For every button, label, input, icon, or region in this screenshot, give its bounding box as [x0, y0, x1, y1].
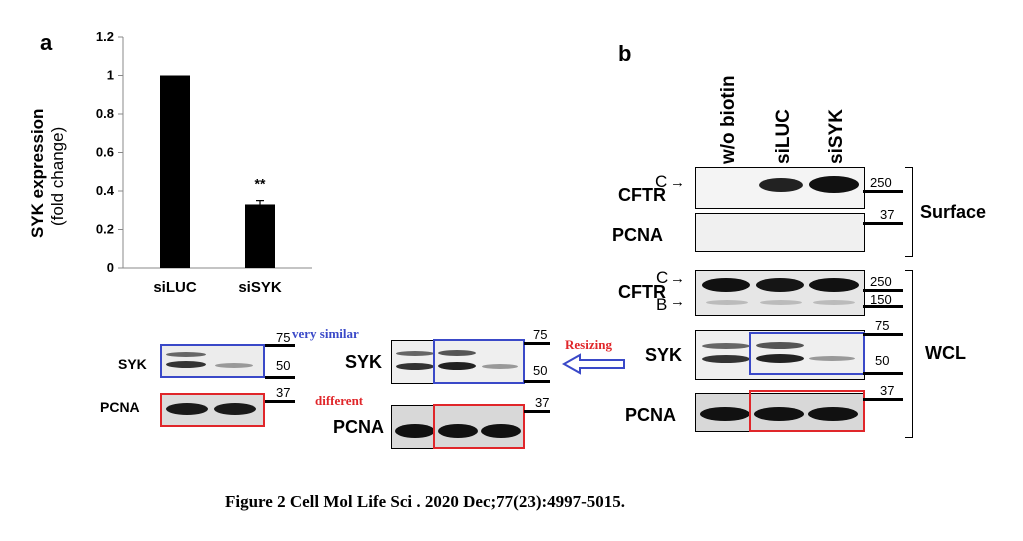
y-tick-label: 1.2 — [96, 29, 114, 44]
bar-chart: 0 0.2 0.4 0.6 0.8 1 1.2 siLUC siSYK ** — [96, 29, 312, 296]
cftr-surface-label: CFTR — [618, 185, 666, 205]
bar-siSYK — [245, 204, 275, 268]
pcna-surface-label: PCNA — [612, 225, 664, 245]
panel-b-label: b — [618, 41, 632, 66]
mw-37-mid: 37 — [535, 395, 550, 410]
highlight-box-pcna-left — [160, 393, 265, 427]
syk-mid-label: SYK — [345, 352, 383, 372]
panel-a-label: a — [40, 30, 53, 55]
x-tick-label-siLUC: siLUC — [153, 279, 197, 296]
pcna-left-label: PCNA — [100, 399, 140, 415]
blot-pcna-wcl — [695, 393, 865, 432]
arrow-icon: → — [670, 270, 685, 287]
mw-50-left: 50 — [276, 358, 291, 373]
y-tick-label: 0 — [107, 260, 114, 275]
y-axis-title: SYK expression — [28, 109, 48, 238]
figure-caption: Figure 2 Cell Mol Life Sci . 2020 Dec;77… — [225, 492, 626, 511]
highlight-box-syk-mid — [433, 339, 525, 384]
y-tick-label: 0.6 — [96, 145, 114, 160]
y-tick-label: 1 — [107, 68, 114, 83]
x-tick-label-siSYK: siSYK — [238, 279, 282, 296]
mw-37-b: 37 — [880, 383, 895, 398]
lane-label-wo-biotin: w/o biotin — [718, 75, 739, 164]
resizing-label: Resizing — [565, 337, 612, 352]
blot-cftr-wcl — [695, 270, 865, 316]
note-very-similar: very similar — [292, 326, 359, 341]
mw-37-left: 37 — [276, 385, 291, 400]
bar-siLUC — [160, 75, 190, 268]
syk-wcl-label: SYK — [645, 345, 683, 365]
mw-50-mid: 50 — [533, 363, 548, 378]
mw-250-b: 250 — [870, 274, 892, 289]
mw-250-a: 250 — [870, 175, 892, 190]
blot-pcna-left — [160, 394, 264, 426]
surface-group-label: Surface — [920, 202, 987, 222]
arrow-icon: → — [670, 174, 685, 191]
y-tick-label: 0.4 — [96, 183, 115, 198]
note-different: different — [315, 393, 364, 408]
blot-pcna-surface — [695, 213, 865, 252]
mw-75: 75 — [875, 318, 890, 333]
highlight-box-syk-wcl — [749, 332, 865, 375]
left-arrow-icon — [561, 353, 625, 375]
syk-left-label: SYK — [118, 356, 147, 372]
blot-cftr-surface — [695, 167, 865, 209]
band-b-label: B — [656, 295, 668, 314]
mw-75-left: 75 — [276, 330, 291, 345]
arrow-icon: → — [670, 293, 685, 310]
highlight-box-syk-left — [160, 344, 265, 378]
surface-bracket — [905, 167, 913, 257]
y-tick-label: 0.2 — [96, 222, 114, 237]
mw-50: 50 — [875, 353, 890, 368]
cftr-wcl-label: CFTR — [618, 282, 666, 302]
blot-syk-left — [160, 345, 264, 377]
pcna-mid-label: PCNA — [333, 417, 385, 437]
wcl-group-label: WCL — [925, 343, 966, 363]
band-c-label: C — [655, 172, 668, 191]
lane-label-siluc: siLUC — [773, 109, 794, 164]
highlight-box-pcna-wcl — [749, 390, 865, 432]
mw-75-mid: 75 — [533, 327, 548, 342]
y-tick-label: 0.8 — [96, 106, 114, 121]
blot-syk-wcl — [695, 330, 865, 380]
mw-150: 150 — [870, 292, 892, 307]
significance-annotation: ** — [255, 176, 266, 192]
y-axis-subtitle: (fold change) — [48, 126, 67, 226]
pcna-wcl-label: PCNA — [625, 405, 677, 425]
band-c-label-wcl: C — [656, 268, 669, 287]
wcl-bracket — [905, 270, 913, 438]
lane-label-sisyk: siSYK — [826, 109, 847, 164]
highlight-box-pcna-mid — [433, 404, 525, 449]
mw-37-a: 37 — [880, 207, 895, 222]
y-axis-title-main: SYK expression — [28, 108, 47, 238]
